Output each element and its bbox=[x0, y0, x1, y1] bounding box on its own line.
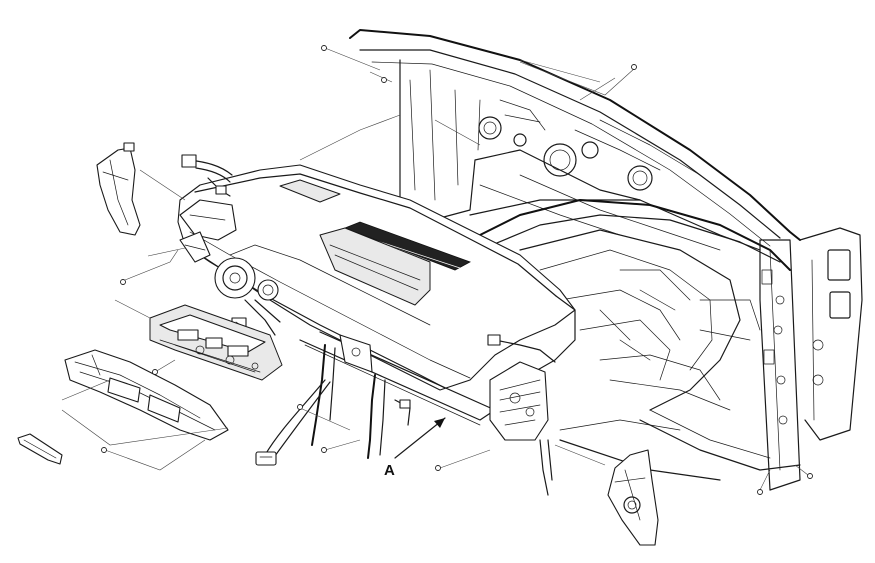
callout-label: A bbox=[384, 462, 395, 479]
cowl-cross-bar bbox=[255, 334, 556, 496]
small-trim-strip bbox=[17, 433, 63, 465]
callout-arrow-head bbox=[434, 418, 445, 428]
crash-pad-assembly bbox=[177, 164, 576, 426]
callout-a: A bbox=[384, 417, 446, 479]
side-cover-panel bbox=[96, 142, 141, 236]
lower-left-bracket bbox=[179, 231, 211, 263]
lower-crash-pad-panel bbox=[64, 349, 229, 441]
assembly-leader-lines bbox=[61, 47, 809, 491]
wiring-connector-left bbox=[181, 154, 233, 197]
fastener-screws bbox=[101, 45, 813, 495]
callout-arrow-line bbox=[394, 417, 446, 459]
steering-column-assembly bbox=[214, 257, 281, 336]
vehicle-body-shell bbox=[349, 29, 863, 491]
side-kick-panel bbox=[607, 449, 659, 546]
heater-control-module bbox=[149, 304, 283, 381]
